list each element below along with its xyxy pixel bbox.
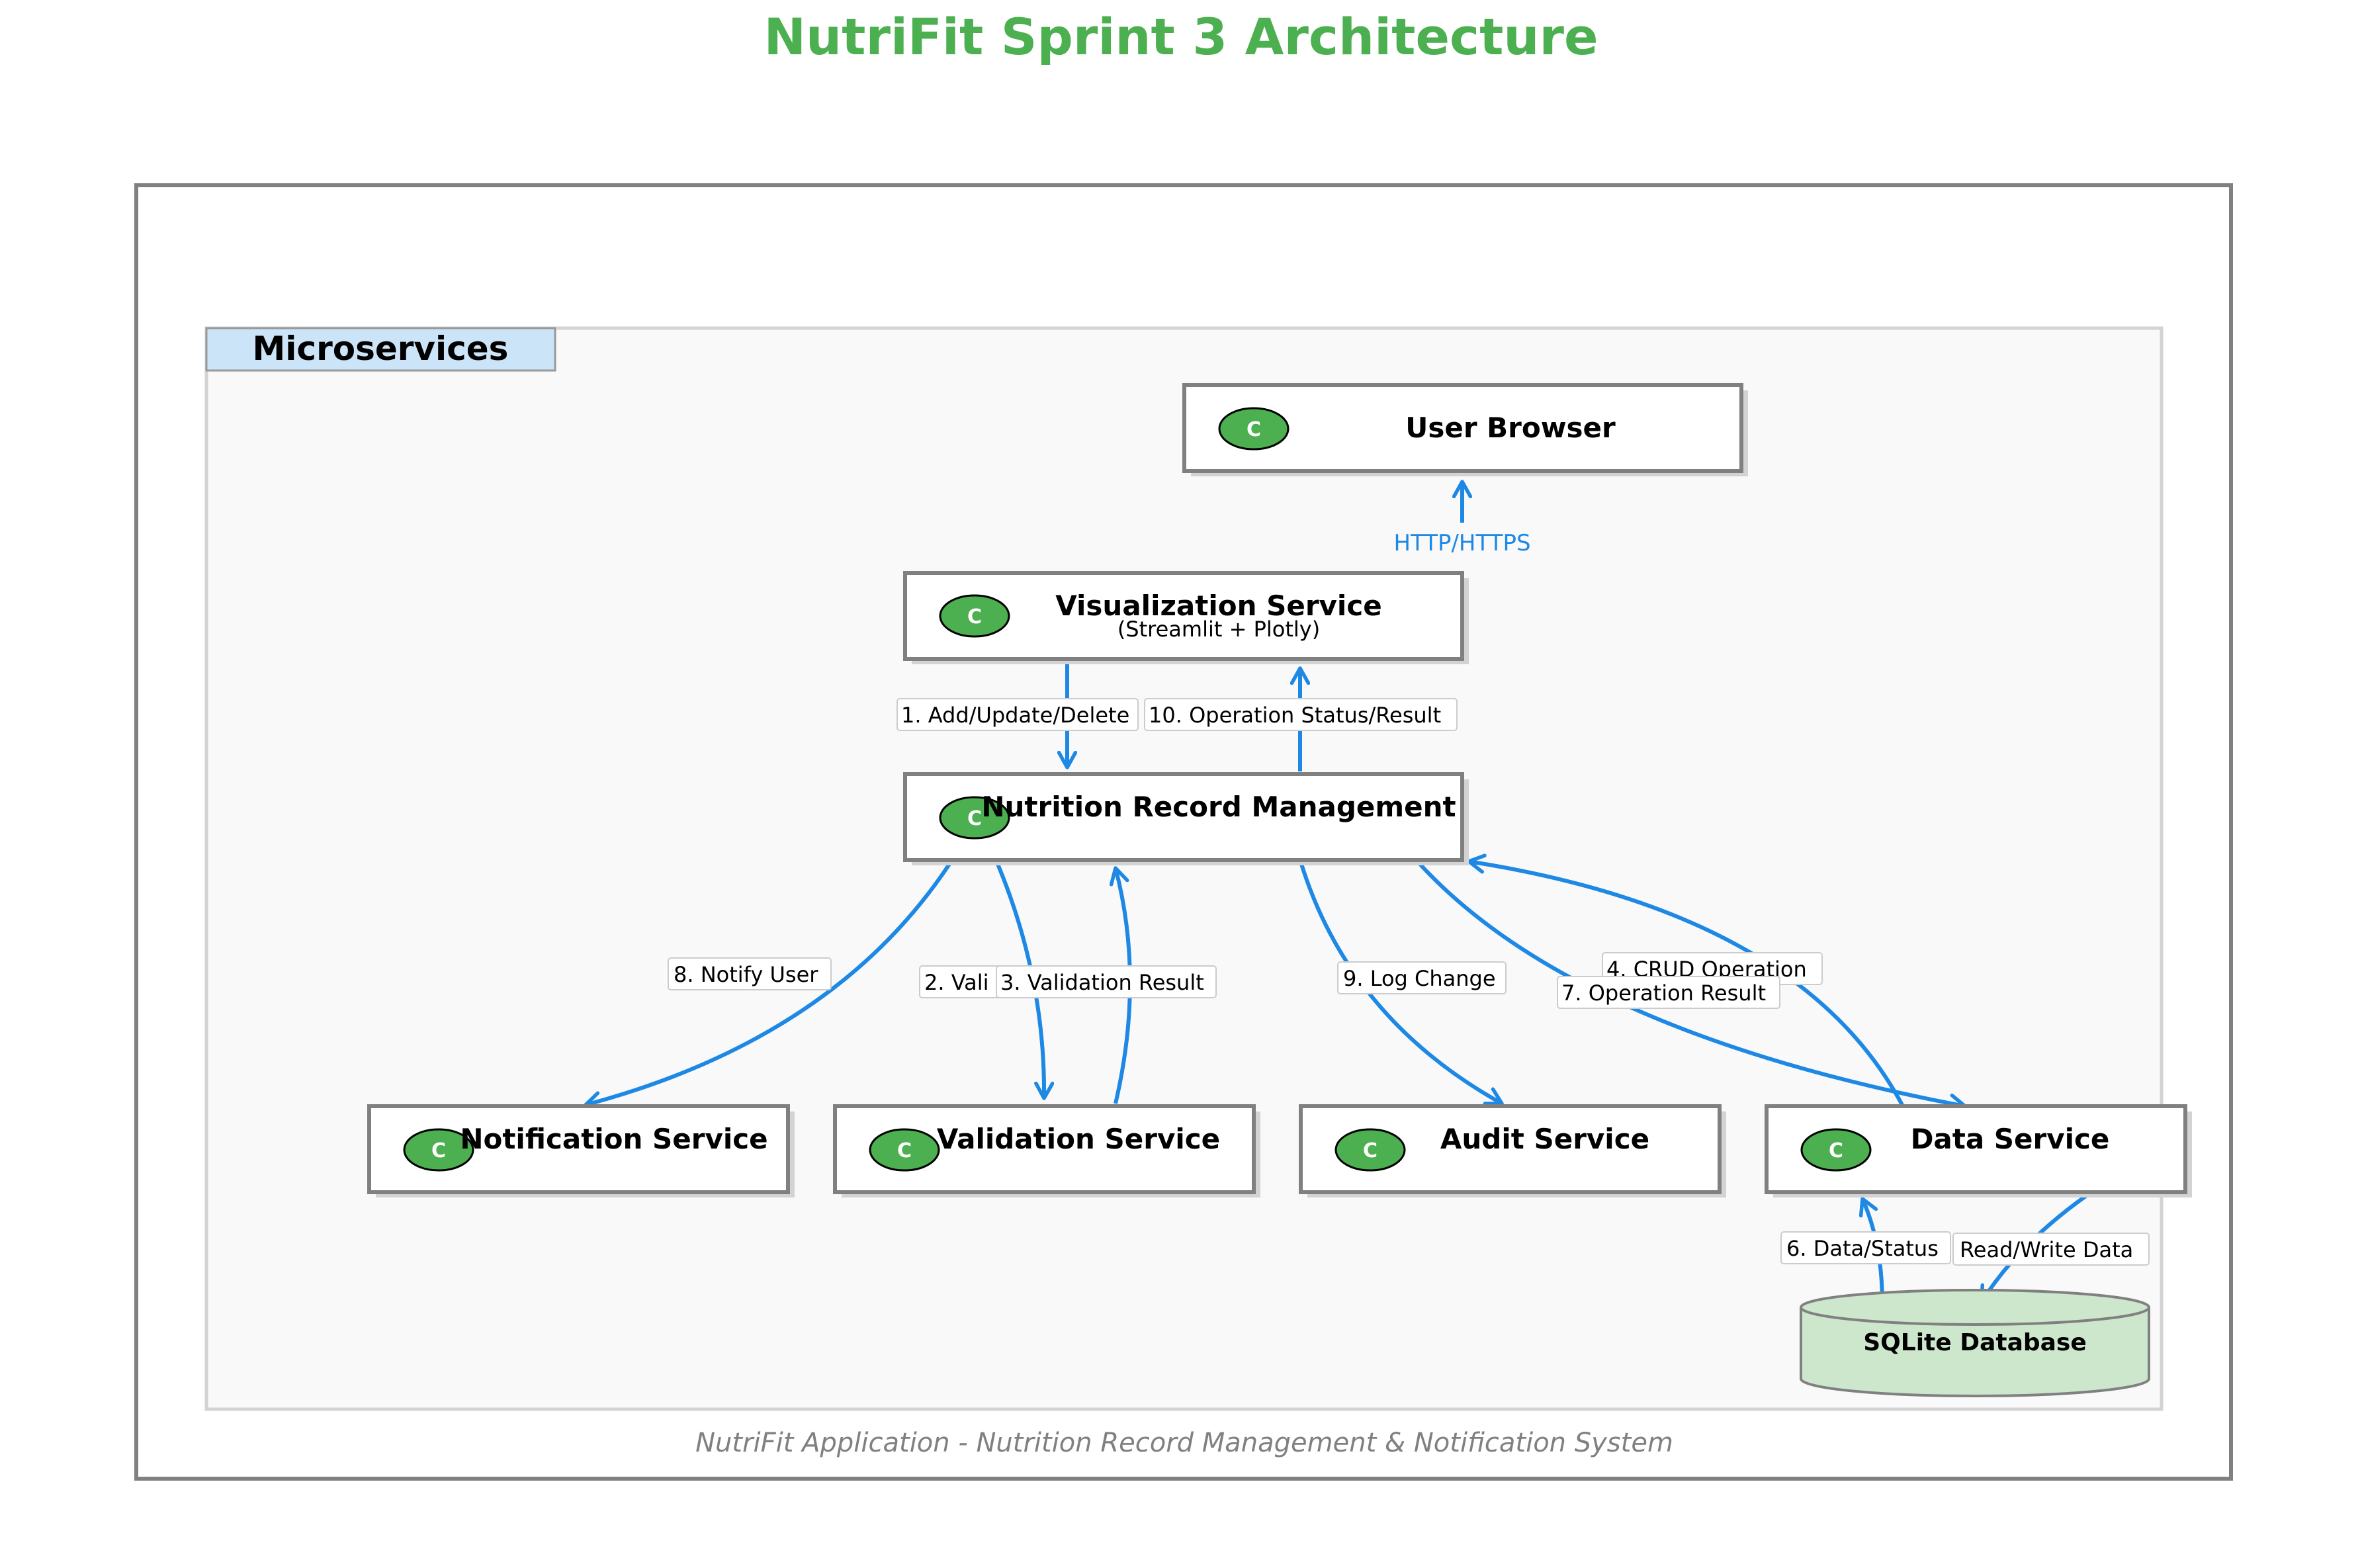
badge-letter: C <box>431 1139 446 1162</box>
edge-label-8: 8. Notify User <box>674 962 818 987</box>
node-title: Notification Service <box>460 1123 767 1155</box>
edge-label-2: 2. Vali <box>924 970 989 995</box>
edge-label-bg-1 <box>897 698 1139 731</box>
edge-4-crud-operation <box>1469 861 1904 1106</box>
edge-label-5: Read/Write Data <box>1960 1237 2133 1262</box>
node-visualization-service: C Visualization Service (Streamlit + Plo… <box>903 571 1469 664</box>
component-badge-icon <box>1800 1128 1872 1172</box>
node-nutrition-record-management: C Nutrition Record Management <box>903 772 1469 865</box>
badge-letter: C <box>1829 1139 1843 1162</box>
node-user-browser: C User Browser <box>1182 383 1748 476</box>
component-badge-icon <box>939 594 1010 638</box>
edge-label-bg-9 <box>1337 961 1507 994</box>
node-data-service: C Data Service <box>1765 1104 2192 1198</box>
node-title: Audit Service <box>1440 1123 1649 1155</box>
node-title: Data Service <box>1911 1123 2110 1155</box>
microservices-group: Microservices <box>204 326 2164 1411</box>
edge-label-bg-8 <box>668 957 832 990</box>
component-badge-icon <box>869 1128 940 1172</box>
database-top <box>1800 1289 2150 1326</box>
edge-label-3: 3. Validation Result <box>1000 970 1204 995</box>
edge-label-bg-10 <box>1144 698 1458 731</box>
edge-label-7: 7. Operation Result <box>1561 980 1766 1006</box>
edge-label-1: 1. Add/Update/Delete <box>901 703 1129 728</box>
edge-label-bg-7 <box>1557 976 1780 1009</box>
edge-8-notify-user <box>586 863 951 1105</box>
footer-caption: NutriFit Application - Nutrition Record … <box>695 1428 1673 1458</box>
component-badge-icon <box>403 1128 474 1172</box>
diagram-title: NutriFit Sprint 3 Architecture <box>764 7 1598 66</box>
node-subtitle: (Streamlit + Plotly) <box>1117 617 1320 642</box>
badge-letter: C <box>1363 1139 1378 1162</box>
database-title: SQLite Database <box>1863 1329 2087 1356</box>
database-icon <box>1800 1307 2150 1397</box>
edge-9-log-change <box>1299 863 1502 1104</box>
badge-letter: C <box>1247 418 1261 441</box>
edge-label-10: 10. Operation Status/Result <box>1149 703 1441 728</box>
node-sqlite-database: SQLite Database <box>1800 1289 2150 1397</box>
edge-label-9: 9. Log Change <box>1343 966 1496 991</box>
node-audit-service: C Audit Service <box>1299 1104 1726 1198</box>
edge-label-6: 6. Data/Status <box>1786 1236 1939 1261</box>
node-title: User Browser <box>1405 412 1616 444</box>
edge-label-bg-5 <box>1952 1233 2150 1266</box>
component-badge-icon <box>1218 407 1290 451</box>
group-label-box <box>205 327 556 372</box>
badge-letter: C <box>967 605 982 629</box>
edge-labels: HTTP/HTTPS 1. Add/Update/Delete 10. Oper… <box>668 530 2150 1266</box>
node-title: Validation Service <box>937 1123 1220 1155</box>
edge-label-bg-6 <box>1780 1231 1951 1264</box>
edge-label-bg-3 <box>996 965 1217 998</box>
node-title: Nutrition Record Management <box>981 791 1456 823</box>
group-background <box>204 326 2164 1411</box>
component-badge-icon <box>939 796 1010 840</box>
node-title: Visualization Service <box>1055 589 1381 622</box>
group-label: Microservices <box>253 329 509 368</box>
node-validation-service: C Validation Service <box>833 1104 1260 1198</box>
node-notification-service: C Notification Service <box>367 1104 795 1198</box>
badge-letter: C <box>967 807 982 830</box>
component-badge-icon <box>1334 1128 1406 1172</box>
badge-letter: C <box>897 1139 912 1162</box>
edge-label-http: HTTP/HTTPS <box>1393 530 1530 556</box>
